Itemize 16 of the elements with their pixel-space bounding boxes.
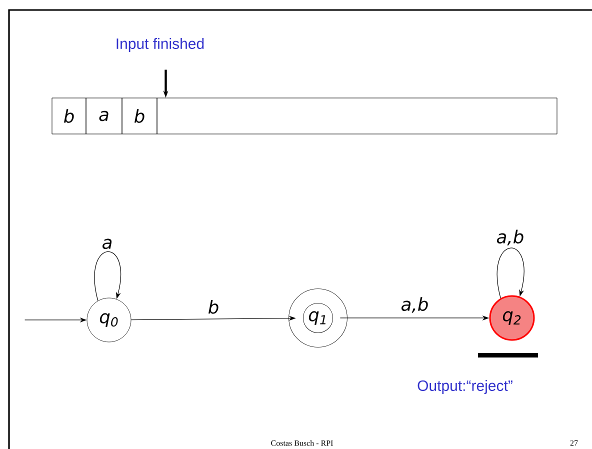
footer-text: Costas Busch - RPI bbox=[271, 440, 333, 446]
edge-label: a,b bbox=[496, 230, 524, 246]
tape-cell: a bbox=[86, 98, 122, 134]
tape-cell: b bbox=[122, 98, 158, 134]
output-text: Output:“reject” bbox=[418, 380, 512, 394]
edge-label: a,b bbox=[402, 297, 428, 313]
tape-cell bbox=[156, 98, 558, 134]
tape-cell: b bbox=[52, 98, 86, 134]
title-text: Input finished bbox=[116, 38, 204, 52]
arrow bbox=[94, 251, 121, 302]
edge-label: a bbox=[102, 238, 112, 250]
accepting-state: q$_{1}$ bbox=[288, 288, 348, 348]
edge-label: b bbox=[208, 300, 218, 314]
rejecting-state: q$_{2}$ bbox=[489, 295, 535, 341]
arrow bbox=[496, 248, 524, 299]
page-number: 27 bbox=[570, 440, 578, 446]
